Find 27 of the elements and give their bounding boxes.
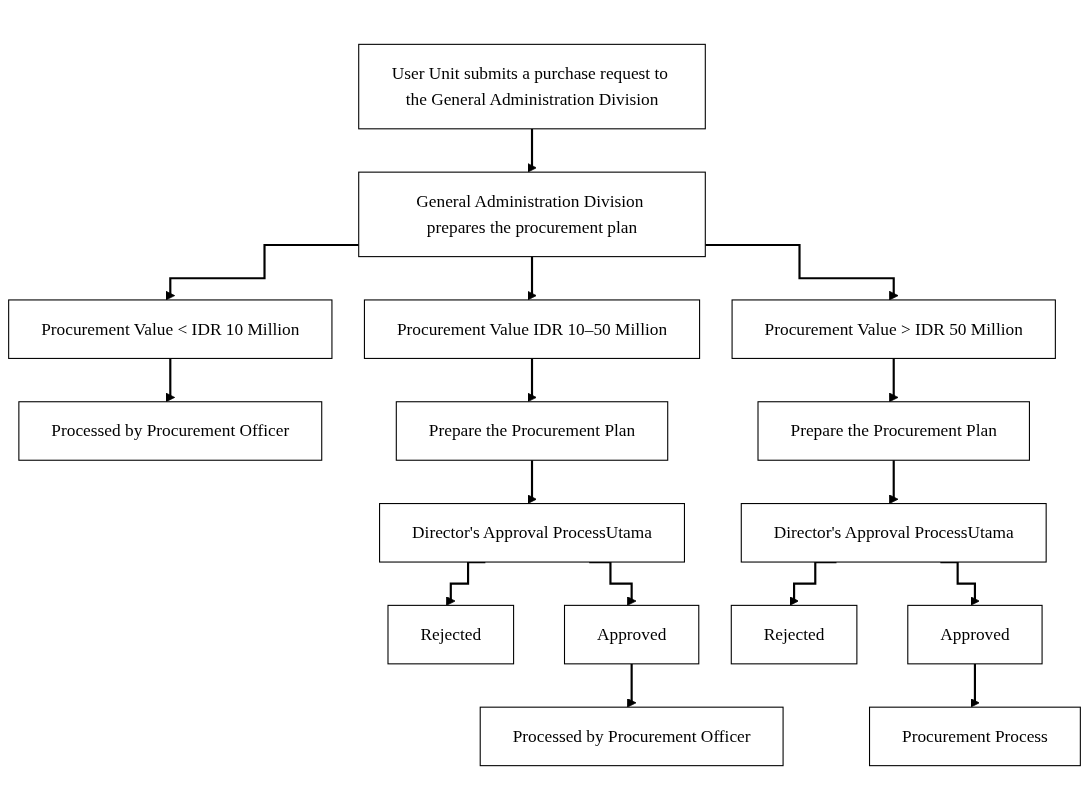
node-box: Approved xyxy=(907,604,1043,665)
arrow xyxy=(527,459,537,504)
node-box: Processed by Procurement Officer xyxy=(479,706,784,767)
node-box: Rejected xyxy=(730,604,858,665)
node-box: Procurement Process xyxy=(869,706,1081,767)
node-box: Approved xyxy=(563,604,700,665)
arrow xyxy=(888,459,899,504)
node-box: Processed by Procurement Officer xyxy=(18,401,323,461)
node-box: User Unit submits a purchase request to the General Administration Division xyxy=(358,43,706,130)
node-box: Procurement Value IDR 10–50 Million xyxy=(363,299,701,359)
node-box: Prepare the Procurement Plan xyxy=(395,401,669,461)
arrow xyxy=(165,243,359,301)
node-box: Procurement Value > IDR 50 Million xyxy=(731,299,1056,359)
arrow xyxy=(970,662,980,708)
arrow xyxy=(527,255,537,301)
node-box: Procurement Value < IDR 10 Million xyxy=(8,299,333,359)
node-box: Prepare the Procurement Plan xyxy=(757,401,1030,461)
arrow xyxy=(626,662,637,708)
node-box: Director's Approval ProcessUtama xyxy=(379,503,685,563)
node-box: Rejected xyxy=(387,604,515,665)
arrow xyxy=(527,127,537,173)
arrow xyxy=(888,357,899,403)
arrow xyxy=(527,357,537,403)
node-box: Director's Approval ProcessUtama xyxy=(740,503,1047,563)
arrow xyxy=(705,243,899,301)
arrow xyxy=(165,357,176,403)
node-box: General Administration Division prepares the procurement plan xyxy=(358,171,706,258)
